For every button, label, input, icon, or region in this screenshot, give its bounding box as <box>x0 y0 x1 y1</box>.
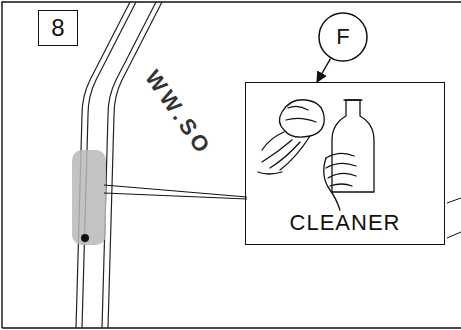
inset-panel: CLEANER <box>245 82 445 245</box>
callout-letter: F <box>336 25 349 49</box>
bottle-icon <box>324 100 374 210</box>
target-dot <box>81 234 89 242</box>
leader-line <box>447 232 461 238</box>
leader-line <box>104 193 247 199</box>
cleaning-area <box>72 150 106 245</box>
pointer-arrow <box>317 59 330 82</box>
circle-outline <box>319 13 367 61</box>
leader-line <box>104 185 247 197</box>
product-label: CLEANER <box>290 211 401 235</box>
leader-line <box>447 198 461 203</box>
callout-circle: F <box>318 12 368 62</box>
window-frame <box>108 2 162 328</box>
bottle-icon <box>344 99 362 100</box>
frame-border <box>2 327 461 328</box>
hand-icon <box>324 158 340 210</box>
wipe-hand-icon <box>262 132 310 170</box>
wipe-hand-icon <box>258 172 282 174</box>
step-number: 8 <box>51 15 64 41</box>
hand-icon <box>326 153 356 186</box>
step-number: 8 <box>38 10 78 46</box>
bottle-icon <box>332 100 374 192</box>
wipe-hand-icon <box>258 100 324 174</box>
leader-line <box>104 185 461 238</box>
watermark: WW.SO <box>139 66 217 161</box>
cloth <box>286 106 316 122</box>
cloth <box>279 100 324 137</box>
window-frame <box>102 2 156 328</box>
